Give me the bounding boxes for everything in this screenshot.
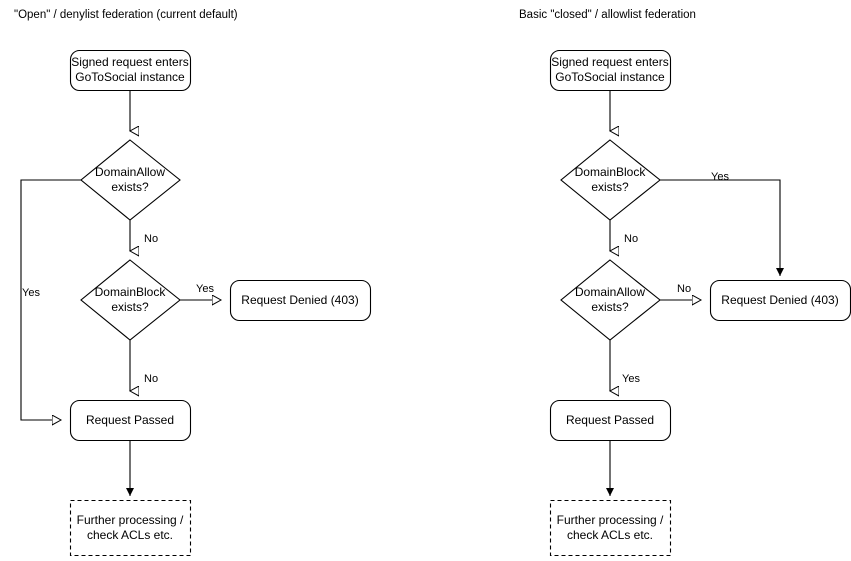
- left-domain-block-label: DomainBlock exists?: [94, 285, 166, 314]
- right-further-box: [549, 499, 672, 557]
- right-edge-label-block-no: No: [624, 233, 639, 245]
- left-further-box: [69, 499, 192, 557]
- left-edge-label-allow-no: No: [144, 233, 159, 245]
- left-edge-label-block-no: No: [144, 373, 159, 385]
- right-denied-label: Request Denied (403): [721, 292, 839, 307]
- right-panel-title: Basic "closed" / allowlist federation: [519, 9, 696, 21]
- left-passed-label: Request Passed: [85, 412, 175, 427]
- right-further-label: Further processing / check ACLs etc.: [556, 512, 664, 542]
- right-passed-label: Request Passed: [565, 412, 655, 427]
- left-panel-title: "Open" / denylist federation (current de…: [14, 9, 238, 21]
- right-edge-label-allow-yes: Yes: [622, 373, 640, 385]
- right-entry-label: Signed request enters GoToSocial instanc…: [551, 55, 669, 84]
- left-denied-label: Request Denied (403): [241, 292, 359, 307]
- right-edge-label-allow-no: No: [677, 283, 692, 295]
- left-edge-label-allow-yes: Yes: [22, 287, 40, 299]
- left-denied-box: [229, 279, 372, 322]
- right-domain-block-label: DomainBlock exists?: [574, 165, 646, 194]
- left-domain-allow-label: DomainAllow exists?: [94, 165, 166, 194]
- right-edge-block-yes-to-denied: [660, 179, 784, 276]
- left-further-label: Further processing / check ACLs etc.: [76, 512, 184, 542]
- right-edge-label-block-yes: Yes: [711, 171, 729, 183]
- left-entry-label: Signed request enters GoToSocial instanc…: [71, 55, 189, 84]
- right-domain-allow-label: DomainAllow exists?: [574, 285, 646, 314]
- left-edge-label-block-yes: Yes: [196, 283, 214, 295]
- left-edge-allow-yes-to-passed: [20, 179, 81, 420]
